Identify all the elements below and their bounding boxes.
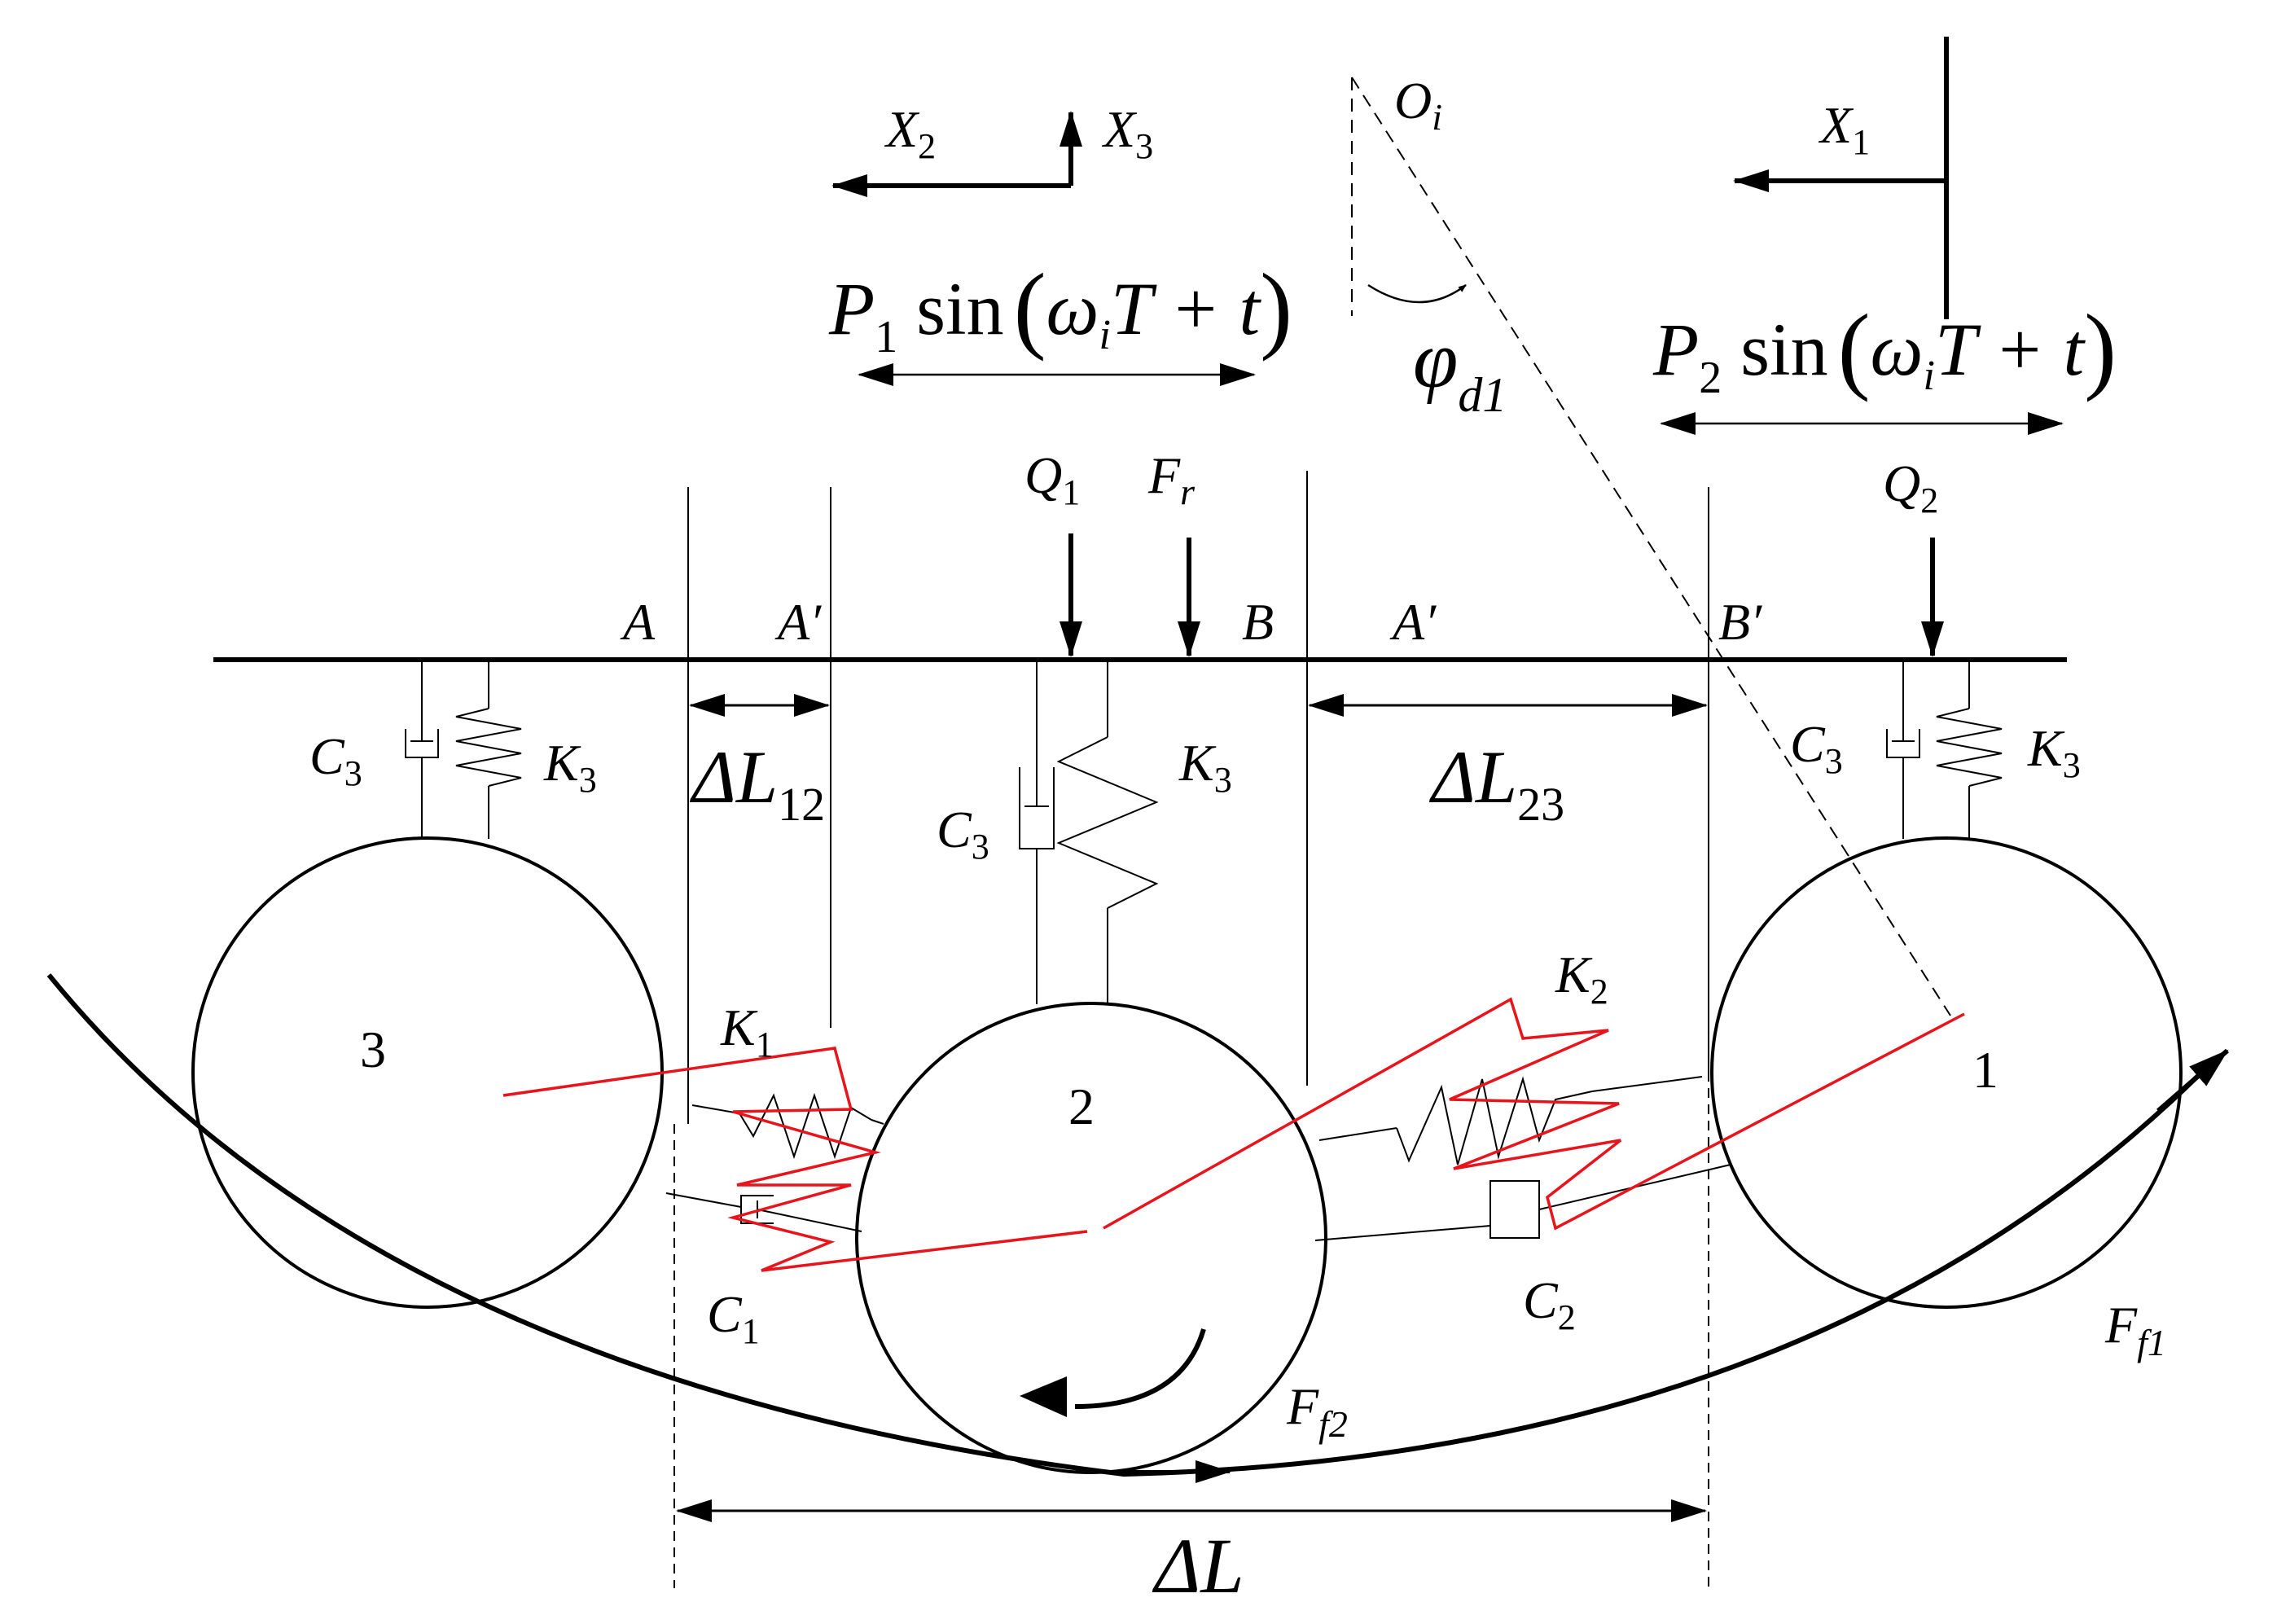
ff1-label: Ff1 [2104,1296,2166,1363]
middle-suspension [1019,661,1159,1004]
oi-slant-dashed [1351,77,1951,1016]
fr-label: Fr [1147,446,1196,512]
ff1-arrow [2156,1048,2229,1113]
point-b-prime: B′ [1718,593,1762,651]
roller-2 [855,1002,1327,1474]
dl-label: ΔL [1152,1522,1244,1609]
roller-1 [1710,836,2183,1309]
rotation-arrowhead [1020,1376,1067,1417]
dl12-label: ΔL12 [689,735,825,831]
spring-damper-3-2 [665,1092,884,1232]
q1-label: Q1 [1024,446,1080,512]
rotation-arrow [1074,1328,1206,1409]
x1-label: X1 [1818,96,1870,162]
k3-mid-label: K3 [1178,734,1232,800]
roller-3-label: 3 [360,1020,386,1078]
p2-formula: P2 sin(ωiT + t) [1652,294,2117,403]
dl23-label: ΔL23 [1428,735,1564,831]
curved-track [46,973,2201,1477]
x3-label: X3 [1101,100,1153,166]
k3-left-label: K3 [543,734,597,800]
point-a: A [620,593,656,651]
q2-label: Q2 [1883,454,1938,520]
c3-right-label: C3 [1790,715,1843,781]
x2-label: X2 [884,100,936,166]
ff2-label: Ff2 [1286,1377,1348,1445]
red-link-2-1 [1103,997,1965,1231]
p1-formula: P1 sin(ωiT + t) [828,253,1292,362]
point-a-prime-1: A′ [774,593,822,651]
roller-2-label: 2 [1068,1078,1095,1135]
red-link-3-2 [502,1047,1088,1272]
phi-arc [1367,283,1467,304]
k1-label: K1 [720,999,774,1064]
roller-1-label: 1 [1972,1041,1998,1099]
k3-right-label: K3 [2027,719,2081,785]
point-a-prime-2: A′ [1389,593,1437,651]
point-b: B [1242,593,1274,651]
c2-label: C2 [1523,1271,1576,1337]
c3-left-label: C3 [309,727,362,793]
roller-3 [191,836,664,1309]
left-suspension [405,661,522,839]
k2-label: K2 [1555,946,1608,1012]
c3-mid-label: C3 [937,801,989,867]
phi-label: φd1 [1413,314,1507,422]
c1-label: C1 [707,1285,760,1351]
right-suspension [1886,661,2003,839]
oi-label: Oi [1394,72,1442,138]
